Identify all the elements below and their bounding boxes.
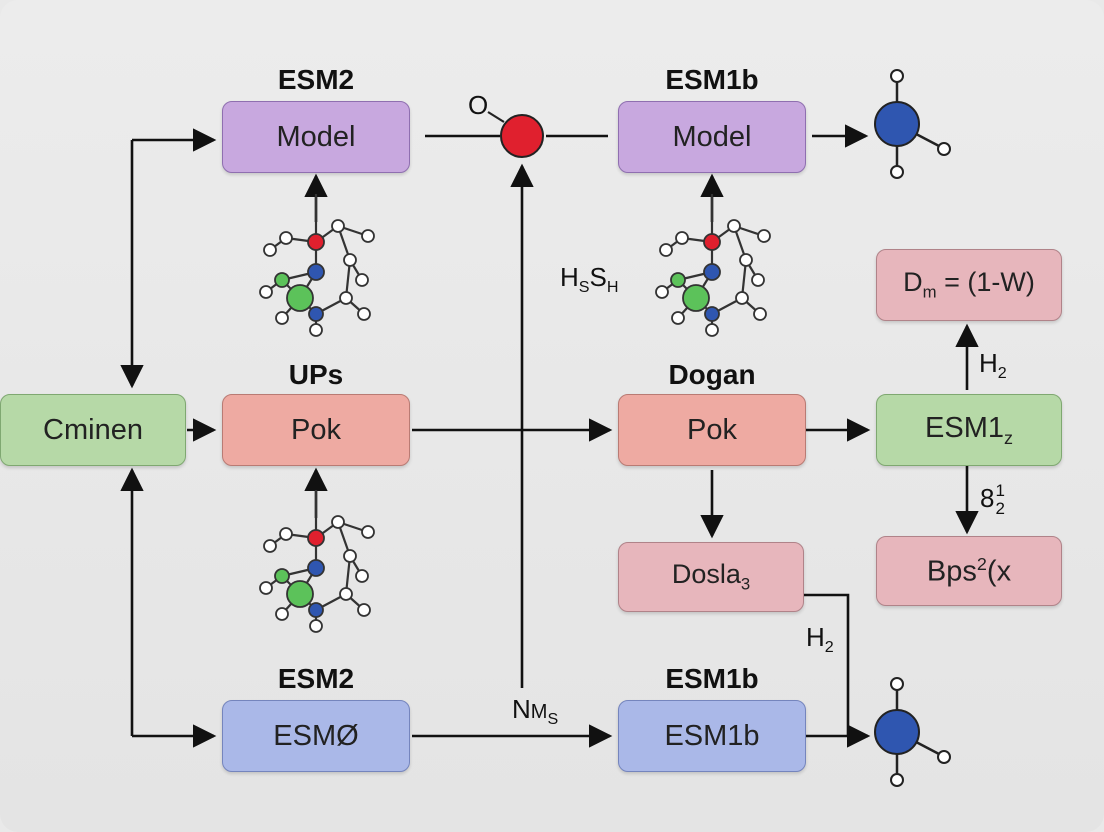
dm-formula-box[interactable]: Dm = (1-W) (876, 249, 1062, 321)
nms-label: NMS (512, 694, 559, 729)
bot-right-header: ESM1b (665, 663, 759, 694)
dm-formula-label: Dm = (1-W) (903, 267, 1035, 302)
bot-right-esm1b-box[interactable]: ESM1b (618, 700, 806, 772)
mid-left-pok-box[interactable]: Pok (222, 394, 410, 466)
top-left-model-box[interactable]: Model (222, 101, 410, 173)
mid-left-header: UPs (288, 359, 344, 390)
oxygen-label: O (468, 90, 489, 120)
top-left-model-label: Model (276, 120, 356, 153)
hssh-label: HSSH (560, 262, 619, 297)
top-left-header: ESM2 (277, 64, 355, 95)
bot-left-esm0-label: ESMØ (273, 719, 359, 752)
atom-node-icon (873, 68, 952, 180)
h2-up-label: H2 (979, 348, 1007, 383)
h2-down-label: H2 (806, 622, 834, 657)
top-right-model-box[interactable]: Model (618, 101, 806, 173)
bot-left-header: ESM2 (277, 663, 355, 694)
mid-left-pok-label: Pok (291, 413, 341, 446)
esm1z-box[interactable]: ESM1z (876, 394, 1062, 466)
bot-left-esm0-box[interactable]: ESMØ (222, 700, 410, 772)
oxygen-node-icon (500, 114, 544, 158)
dosla-box[interactable]: Dosla3 (618, 542, 804, 612)
bps-box[interactable]: Bps2(x (876, 536, 1062, 606)
dosla-label: Dosla3 (671, 559, 751, 594)
molecule-icon (258, 192, 376, 338)
molecule-icon (654, 192, 772, 338)
cminen-label: Cminen (43, 413, 143, 446)
mid-right-pok-label: Pok (687, 413, 737, 446)
edge-dosla-to-atom (794, 593, 850, 736)
bps-label: Bps2(x (926, 553, 1012, 588)
bot-right-esm1b-label: ESM1b (664, 719, 760, 752)
molecule-icon (258, 488, 376, 634)
mid-right-header: Dogan (668, 359, 756, 390)
top-right-header: ESM1b (665, 64, 759, 95)
atom-node-icon (873, 676, 952, 788)
top-right-model-label: Model (672, 120, 752, 153)
cminen-box[interactable]: Cminen (0, 394, 186, 466)
esm1z-label: ESM1z (925, 411, 1013, 448)
mid-right-pok-box[interactable]: Pok (618, 394, 806, 466)
